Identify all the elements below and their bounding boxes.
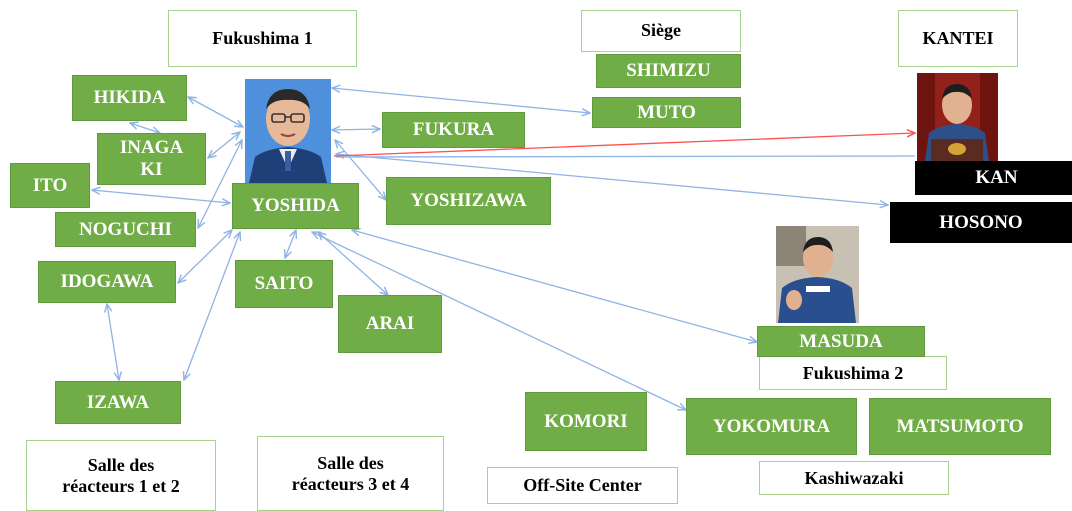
salle12-line-2: réacteurs 1 et 2: [62, 475, 180, 496]
link-yoshida-hosono: [336, 154, 888, 205]
salle34-line-1: Salle des: [317, 452, 384, 473]
link-yoshida-muto: [332, 88, 590, 113]
label-siege: Siège: [581, 10, 741, 52]
node-inagaki: INAGA KI: [97, 133, 206, 185]
label-fukushima-2: Fukushima 2: [759, 356, 947, 390]
node-yokomura: YOKOMURA: [686, 398, 857, 455]
node-ito: ITO: [10, 163, 90, 208]
link-idogawa-izawa: [107, 304, 119, 380]
node-saito: SAITO: [235, 260, 333, 308]
salle12-line-1: Salle des: [87, 454, 155, 475]
node-matsumoto: MATSUMOTO: [869, 398, 1051, 455]
salle34-line-2: réacteurs 3 et 4: [291, 473, 410, 494]
inagaki-line-1: INAGA: [119, 137, 184, 159]
node-yoshida: YOSHIDA: [232, 183, 359, 229]
node-hosono: HOSONO: [890, 202, 1072, 243]
node-komori: KOMORI: [525, 392, 647, 451]
inagaki-line-2: KI: [140, 159, 163, 180]
label-fukushima-1: Fukushima 1: [168, 10, 357, 67]
link-yoshida-ito: [92, 190, 230, 203]
link-yoshida-izawa: [184, 232, 240, 380]
label-off-site-center: Off-Site Center: [487, 467, 678, 504]
label-salle-reacteurs-3-4: Salle des réacteurs 3 et 4: [257, 436, 444, 511]
link-yoshida-yokomura: [312, 232, 686, 410]
node-masuda: MASUDA: [757, 326, 925, 357]
node-shimizu: SHIMIZU: [596, 54, 741, 88]
link-yoshida-kan: [335, 155, 916, 158]
node-muto: MUTO: [592, 97, 741, 128]
node-yoshizawa: YOSHIZAWA: [386, 177, 551, 225]
photo-kan: [917, 73, 998, 161]
label-kantei: KANTEI: [898, 10, 1018, 67]
link-yoshida-noguchi: [198, 140, 242, 228]
node-kan: KAN: [915, 161, 1072, 195]
link-yoshida-saito: [285, 230, 296, 258]
node-fukura: FUKURA: [382, 112, 525, 148]
node-arai: ARAI: [338, 295, 442, 353]
link-yoshida-kantei: [333, 133, 915, 157]
node-noguchi: NOGUCHI: [55, 212, 196, 247]
node-izawa: IZAWA: [55, 381, 181, 424]
node-hikida: HIKIDA: [72, 75, 187, 121]
label-kashiwazaki: Kashiwazaki: [759, 461, 949, 495]
photo-yoshida: [245, 79, 331, 183]
node-idogawa: IDOGAWA: [38, 261, 176, 303]
link-yoshida-fukura: [332, 129, 380, 130]
link-yoshida-hikida: [188, 97, 243, 127]
photo-masuda: [776, 226, 859, 323]
label-salle-reacteurs-1-2: Salle des réacteurs 1 et 2: [26, 440, 216, 511]
link-hikida-inagaki: [130, 123, 160, 133]
